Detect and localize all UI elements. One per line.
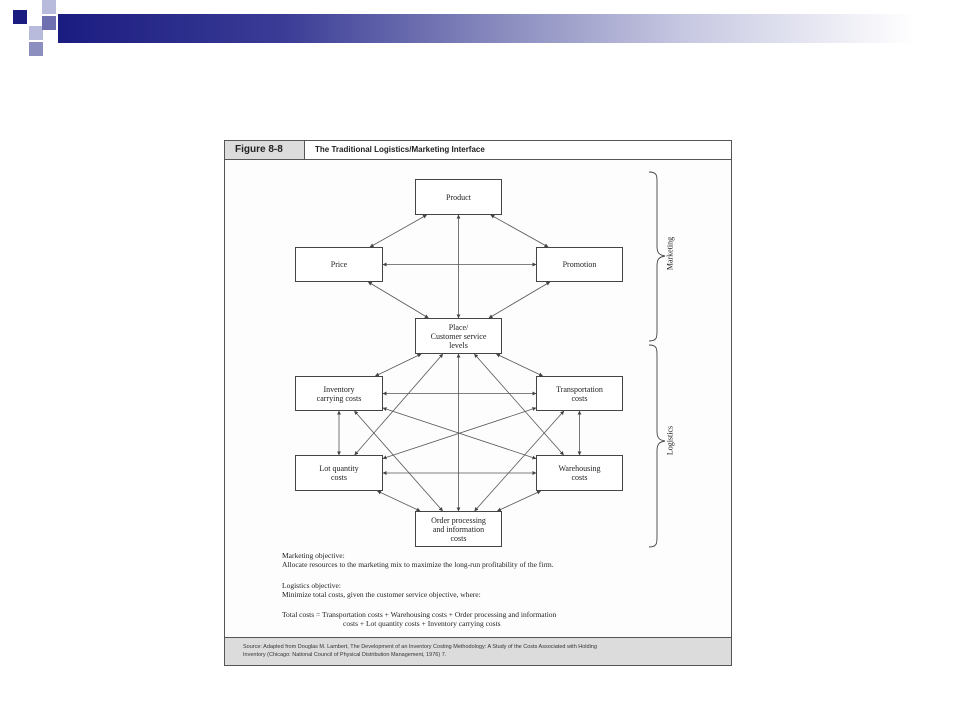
total-costs-line2: costs + Lot quantity costs + Inventory c… [343,619,501,628]
marketing-label: Marketing [665,236,675,271]
connector-price-place [367,281,429,319]
connector-place-transportation [496,353,544,377]
marketing-bracket [648,171,666,342]
node-price: Price [295,247,383,282]
connector-place-inventory [375,353,422,377]
accent-square-dark [13,10,27,24]
connector-lot-quantity-order-processing [377,490,421,512]
logistics-objective-text: Minimize total costs, given the customer… [282,590,481,599]
logistics-label: Logistics [665,425,675,456]
connector-transportation-order-processing [474,410,565,512]
node-lot-quantity: Lot quantity costs [295,455,383,491]
node-order-processing: Order processing and information costs [415,511,502,547]
connector-promotion-place [488,281,551,319]
accent-square-mid [42,16,56,30]
figure-source: Source: Adapted from Douglas M. Lambert,… [225,637,731,665]
node-place: Place/ Customer service levels [415,318,502,354]
figure-title: The Traditional Logistics/Marketing Inte… [315,145,485,154]
connector-warehousing-order-processing [497,490,541,512]
node-product: Product [415,179,502,215]
total-costs-line1: Total costs = Transportation costs + War… [282,610,557,619]
connector-inventory-order-processing [354,410,443,512]
accent-square-mid [29,42,43,56]
connector-product-promotion [490,214,549,248]
figure-header: Figure 8-8 The Traditional Logistics/Mar… [225,141,731,160]
figure-8-8: Figure 8-8 The Traditional Logistics/Mar… [224,140,732,666]
node-inventory: Inventory carrying costs [295,376,383,411]
node-warehousing: Warehousing costs [536,455,623,491]
node-transportation: Transportation costs [536,376,623,411]
marketing-objective-text: Allocate resources to the marketing mix … [282,560,554,569]
node-promotion: Promotion [536,247,623,282]
accent-square-light [42,0,56,14]
logistics-objective-heading: Logistics objective: [282,581,341,590]
connection-lines [337,171,666,548]
accent-square-light [29,26,43,40]
marketing-objective-heading: Marketing objective: [282,551,345,560]
logistics-bracket [648,344,666,548]
title-accent-bar [58,14,960,43]
figure-number: Figure 8-8 [225,141,305,159]
connector-product-price [369,214,427,248]
